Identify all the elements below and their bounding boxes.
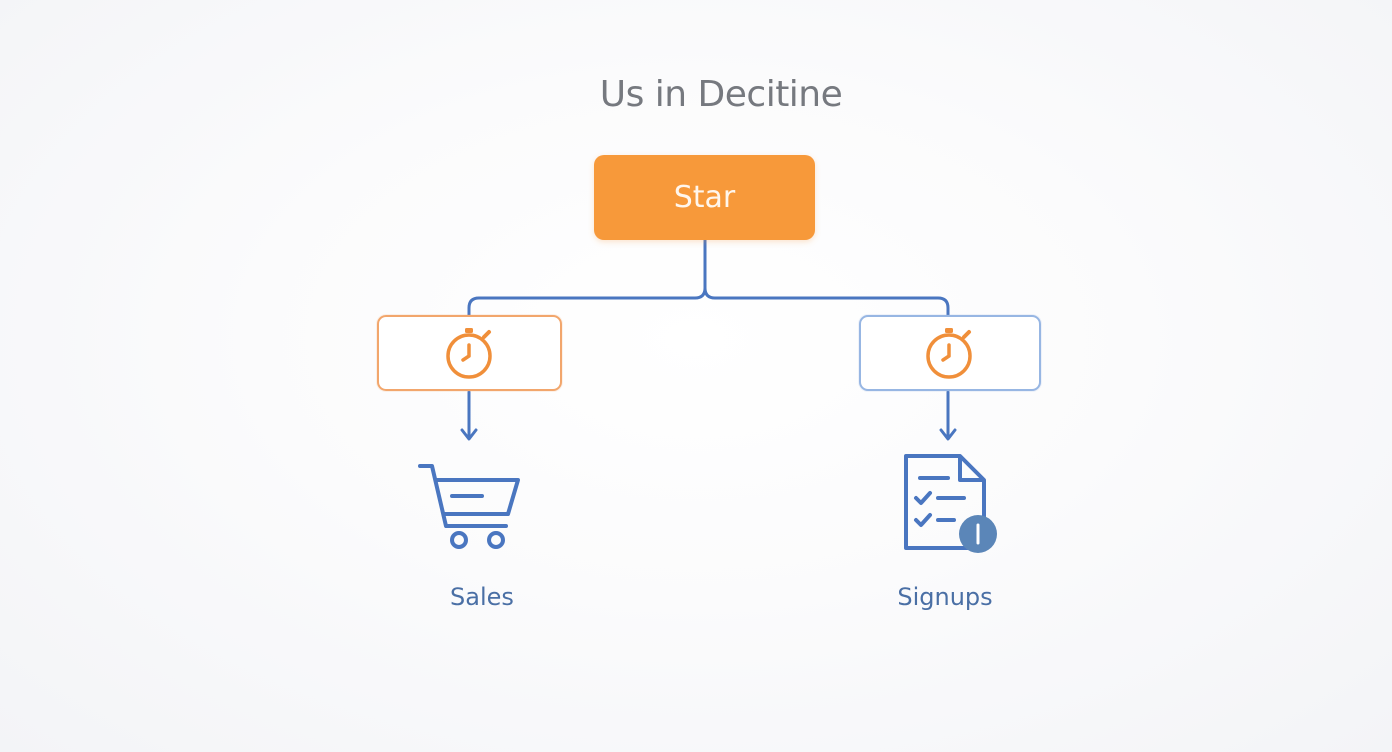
checklist-document-icon [904, 454, 997, 553]
timer-node-right[interactable] [859, 315, 1041, 391]
timer-node-left[interactable] [377, 315, 562, 391]
start-node-label: Star [673, 180, 736, 215]
connector-left [467, 238, 707, 317]
arrow-right-head [939, 428, 957, 441]
start-node[interactable]: Star [594, 155, 815, 240]
connector-right [703, 286, 950, 317]
outcome-label-signups: Signups [897, 583, 993, 611]
arrow-left-head [460, 428, 478, 441]
shopping-cart-icon [418, 464, 520, 549]
stopwatch-icon [445, 328, 492, 379]
diagram-title: Us in Decitine [599, 74, 843, 115]
stopwatch-icon [926, 328, 972, 379]
outcome-label-sales: Sales [450, 583, 514, 611]
